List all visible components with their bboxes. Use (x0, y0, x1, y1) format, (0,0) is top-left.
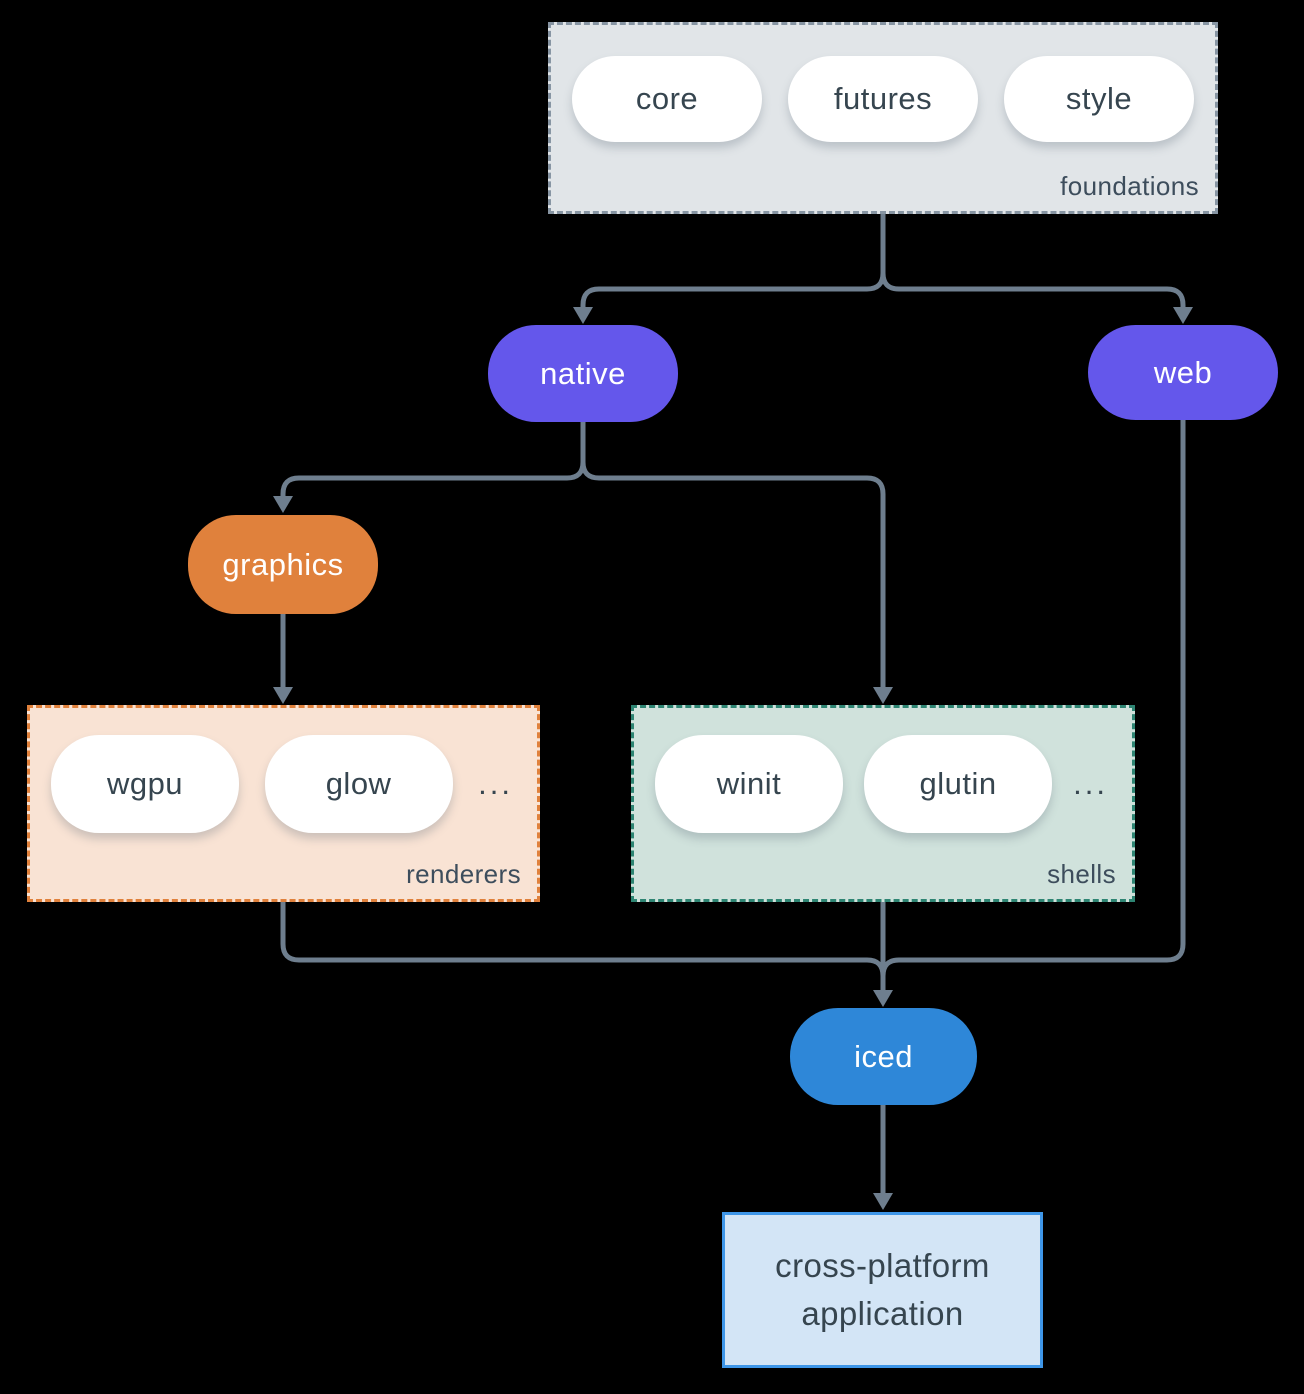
app-label-line2: application (801, 1295, 964, 1332)
pill-glow: glow (264, 735, 453, 833)
node-web-label: web (1153, 354, 1213, 390)
pill-style: style (1004, 56, 1194, 142)
edge-native-graphics (280, 422, 586, 498)
pill-wgpu-label: wgpu (106, 766, 184, 801)
foundations-group-label: foundations (1060, 171, 1199, 201)
renderers-ellipsis: ... (478, 766, 513, 801)
shells-group-label: shells (1047, 859, 1116, 889)
node-web: web (1088, 325, 1278, 420)
node-native: native (488, 325, 678, 422)
pill-core-label: core (635, 81, 699, 116)
group-renderers: wgpu glow ... renderers (27, 705, 540, 902)
group-foundations: core futures style foundations (548, 22, 1218, 214)
arrowhead-web (1173, 307, 1193, 324)
edge-native-shells (580, 461, 886, 689)
group-shells: winit glutin ... shells (631, 705, 1135, 902)
node-cross-platform-application: cross-platform application (722, 1212, 1043, 1368)
pill-glow-label: glow (325, 766, 392, 801)
arrowhead-iced (873, 990, 893, 1007)
arrowhead-native (573, 307, 593, 324)
edge-foundations-native (580, 214, 886, 309)
pill-glutin: glutin (864, 735, 1053, 833)
pill-core: core (572, 56, 762, 142)
edge-renderers-iced (280, 902, 886, 977)
arrowhead-graphics (273, 496, 293, 513)
pill-style-label: style (1065, 81, 1133, 116)
pill-futures-label: futures (833, 81, 933, 116)
pill-wgpu: wgpu (51, 735, 239, 833)
node-iced: iced (790, 1008, 977, 1105)
arrowhead-shells (873, 687, 893, 704)
arrowhead-renderers (273, 687, 293, 704)
pill-glutin-label: glutin (919, 766, 997, 801)
node-iced-label: iced (854, 1038, 913, 1074)
pill-winit: winit (655, 735, 843, 833)
shells-ellipsis: ... (1073, 766, 1108, 801)
node-graphics-label: graphics (222, 546, 344, 582)
node-native-label: native (540, 355, 626, 391)
arrowhead-app (873, 1193, 893, 1210)
pill-winit-label: winit (716, 766, 782, 801)
renderers-group-label: renderers (406, 859, 521, 889)
edge-foundations-web (880, 272, 1186, 309)
app-label-line1: cross-platform (775, 1247, 990, 1284)
node-graphics: graphics (188, 515, 378, 614)
pill-futures: futures (788, 56, 978, 142)
